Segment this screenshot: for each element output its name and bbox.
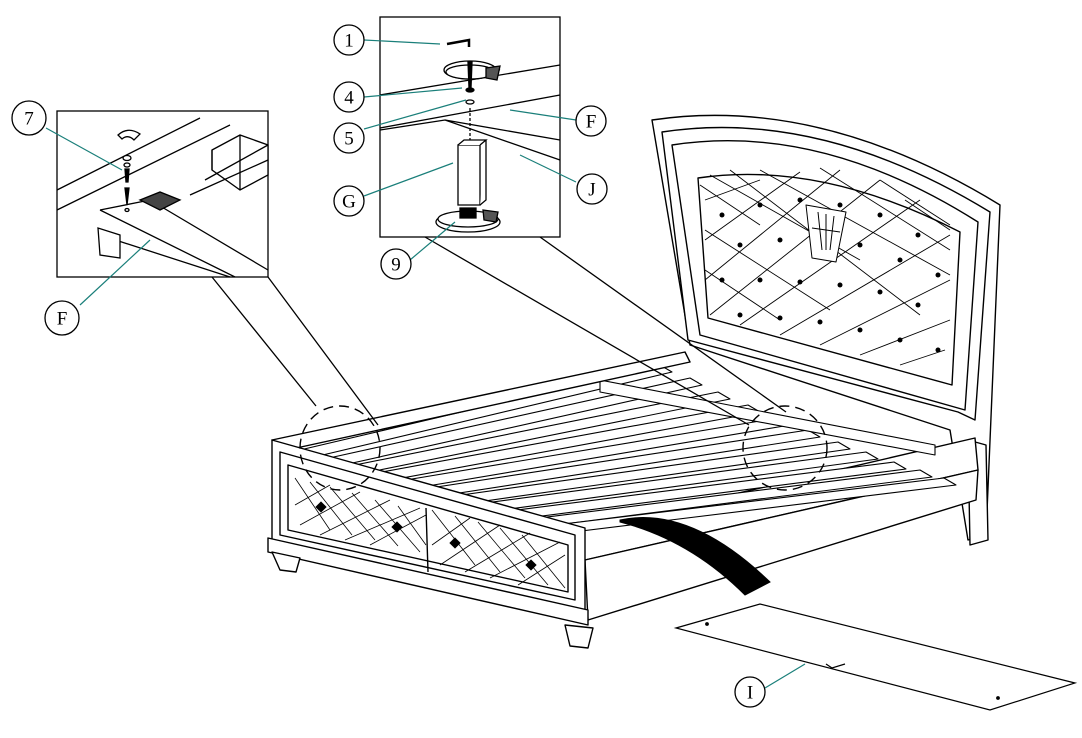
callout-bubbles bbox=[11, 24, 766, 708]
callout-i-circle bbox=[734, 676, 766, 708]
callout-4-circle bbox=[333, 81, 365, 113]
callout-j-circle bbox=[576, 173, 608, 205]
headboard-buttons bbox=[719, 197, 941, 353]
callout-f-left-circle bbox=[44, 300, 80, 336]
callout-f-left-label: F bbox=[57, 309, 68, 330]
callout-7-label: 7 bbox=[24, 109, 34, 130]
callout-j-label: J bbox=[588, 180, 595, 201]
footboard bbox=[267, 439, 594, 649]
bed-frame bbox=[267, 114, 1001, 649]
detail-circle-left bbox=[299, 405, 381, 491]
callout-1-circle bbox=[333, 24, 365, 56]
headboard bbox=[651, 114, 1001, 546]
callout-7-circle bbox=[11, 100, 47, 136]
callout-g-label: G bbox=[342, 192, 356, 213]
detail-circle-right bbox=[742, 405, 828, 491]
insert-arrow bbox=[619, 517, 771, 596]
callout-i-label: I bbox=[747, 683, 753, 704]
drawer-lattice bbox=[294, 477, 566, 589]
left-foot bbox=[271, 551, 301, 573]
callout-f-right-label: F bbox=[586, 112, 597, 133]
callout-1-label: 1 bbox=[344, 31, 354, 52]
callout-g-circle bbox=[333, 185, 365, 217]
callout-labels: 1 4 5 G 9 F J 7 F I bbox=[24, 31, 753, 704]
callout-9-label: 9 bbox=[391, 255, 401, 276]
headboard-crest bbox=[805, 204, 847, 263]
callout-5-label: 5 bbox=[344, 129, 354, 150]
callout-9-circle bbox=[380, 248, 412, 280]
panel-i bbox=[673, 603, 1078, 711]
leader-lines bbox=[45, 39, 806, 689]
drawer-knobs bbox=[315, 501, 537, 571]
callout-5-circle bbox=[333, 122, 365, 154]
detail-box-left bbox=[56, 110, 379, 426]
callout-f-right-circle bbox=[575, 105, 607, 137]
callout-4-label: 4 bbox=[344, 88, 354, 109]
right-foot bbox=[564, 624, 594, 649]
